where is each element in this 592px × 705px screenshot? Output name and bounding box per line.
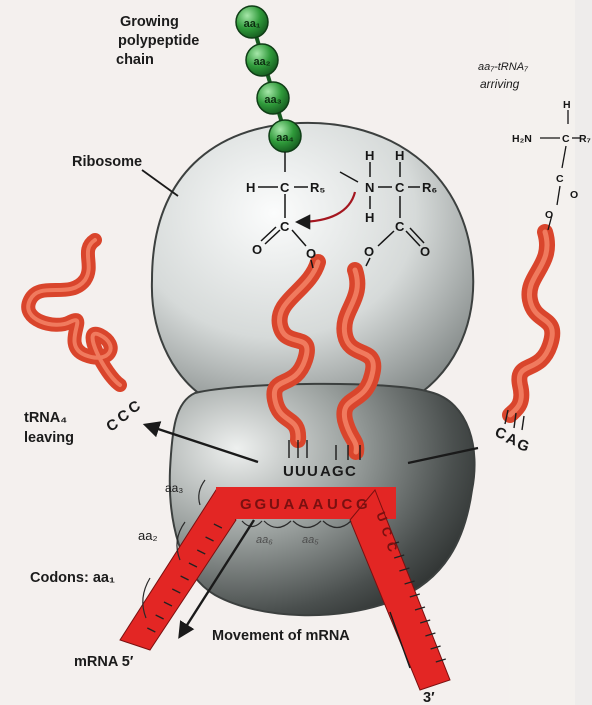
chem-arriving-r7: R₇ bbox=[579, 133, 591, 145]
codon-aa-label-4: aa₅ bbox=[302, 534, 319, 546]
label-movement: Movement of mRNA bbox=[212, 628, 350, 644]
chem-right-h1: H bbox=[365, 148, 374, 163]
label-codons: Codons: aa₁ bbox=[30, 570, 115, 586]
anticodon-p-2: U bbox=[295, 463, 306, 480]
chem-left-h: H bbox=[246, 180, 255, 195]
label-leaving-1: tRNA₄ bbox=[24, 410, 67, 426]
anticodon-p-3: U bbox=[307, 463, 318, 480]
aa-bead-4: aa₄ bbox=[269, 120, 301, 152]
mrna-base-9: G bbox=[356, 496, 368, 513]
chem-right-o-ester: O bbox=[364, 244, 374, 259]
label-mrna-5: mRNA 5′ bbox=[74, 654, 134, 670]
chem-right-o-double: O bbox=[420, 244, 430, 259]
label-growing-2: polypeptide bbox=[118, 33, 199, 49]
mrna-base-2: G bbox=[255, 496, 267, 513]
anticodon-a-2: G bbox=[332, 463, 344, 480]
aa-bead-3-label: aa₃ bbox=[264, 94, 281, 106]
chem-right-r6: R₆ bbox=[422, 180, 437, 195]
chem-left-o-ester: O bbox=[306, 246, 316, 261]
anticodon-p-1: U bbox=[283, 463, 294, 480]
chem-arriving-o-double: O bbox=[570, 189, 578, 201]
chem-arriving-o-ester: O bbox=[545, 209, 553, 221]
chem-left-c: C bbox=[280, 180, 290, 195]
anticodon-a-1: A bbox=[320, 463, 331, 480]
chem-arriving-c: C bbox=[562, 133, 570, 145]
anticodon-a-site: A G C bbox=[320, 463, 356, 480]
label-leaving-2: leaving bbox=[24, 430, 74, 446]
aa-bead-3: aa₃ bbox=[257, 82, 289, 114]
aa-bead-1-label: aa₁ bbox=[244, 18, 261, 30]
aa-bead-2-label: aa₂ bbox=[253, 56, 270, 68]
chem-right-c: C bbox=[395, 180, 405, 195]
aa-bead-4-label: aa₄ bbox=[276, 132, 293, 144]
mrna-base-8: C bbox=[342, 496, 353, 513]
label-growing-1: Growing bbox=[120, 14, 179, 30]
mrna-base-4: A bbox=[284, 496, 295, 513]
chem-left-r5: R₅ bbox=[310, 180, 325, 195]
codon-aa-label-2: aa₂ bbox=[138, 528, 158, 543]
mrna-base-3: U bbox=[269, 496, 280, 513]
anticodon-a-3: C bbox=[345, 463, 356, 480]
chem-left-carbonyl-c: C bbox=[280, 219, 290, 234]
aa-bead-2: aa₂ bbox=[246, 44, 278, 76]
chem-right-carbonyl-c: C bbox=[395, 219, 405, 234]
label-growing-3: chain bbox=[116, 52, 154, 68]
codon-aa-label-3: aa₆ bbox=[256, 534, 273, 546]
mrna-base-7: U bbox=[327, 496, 338, 513]
mrna-base-1: G bbox=[240, 496, 252, 513]
label-arriving-2: arriving bbox=[480, 77, 520, 91]
anticodon-p-site: U U U bbox=[283, 463, 318, 480]
label-ribosome: Ribosome bbox=[72, 154, 142, 170]
chem-left-o-double: O bbox=[252, 242, 262, 257]
chem-right-h3: H bbox=[365, 210, 374, 225]
chem-right-n: N bbox=[365, 180, 374, 195]
chem-arriving-carbonyl-c: C bbox=[556, 173, 564, 185]
codon-aa-label-1: aa₃ bbox=[165, 481, 183, 495]
mrna-base-5: A bbox=[298, 496, 309, 513]
label-arriving-1: aa₇-tRNA₇ bbox=[478, 61, 529, 73]
label-mrna-3: 3′ bbox=[423, 690, 435, 705]
chem-arriving-h2n: H₂N bbox=[512, 133, 532, 145]
chem-arriving-h: H bbox=[563, 99, 571, 111]
aa-bead-1: aa₁ bbox=[236, 6, 268, 38]
mrna-base-6: A bbox=[313, 496, 324, 513]
